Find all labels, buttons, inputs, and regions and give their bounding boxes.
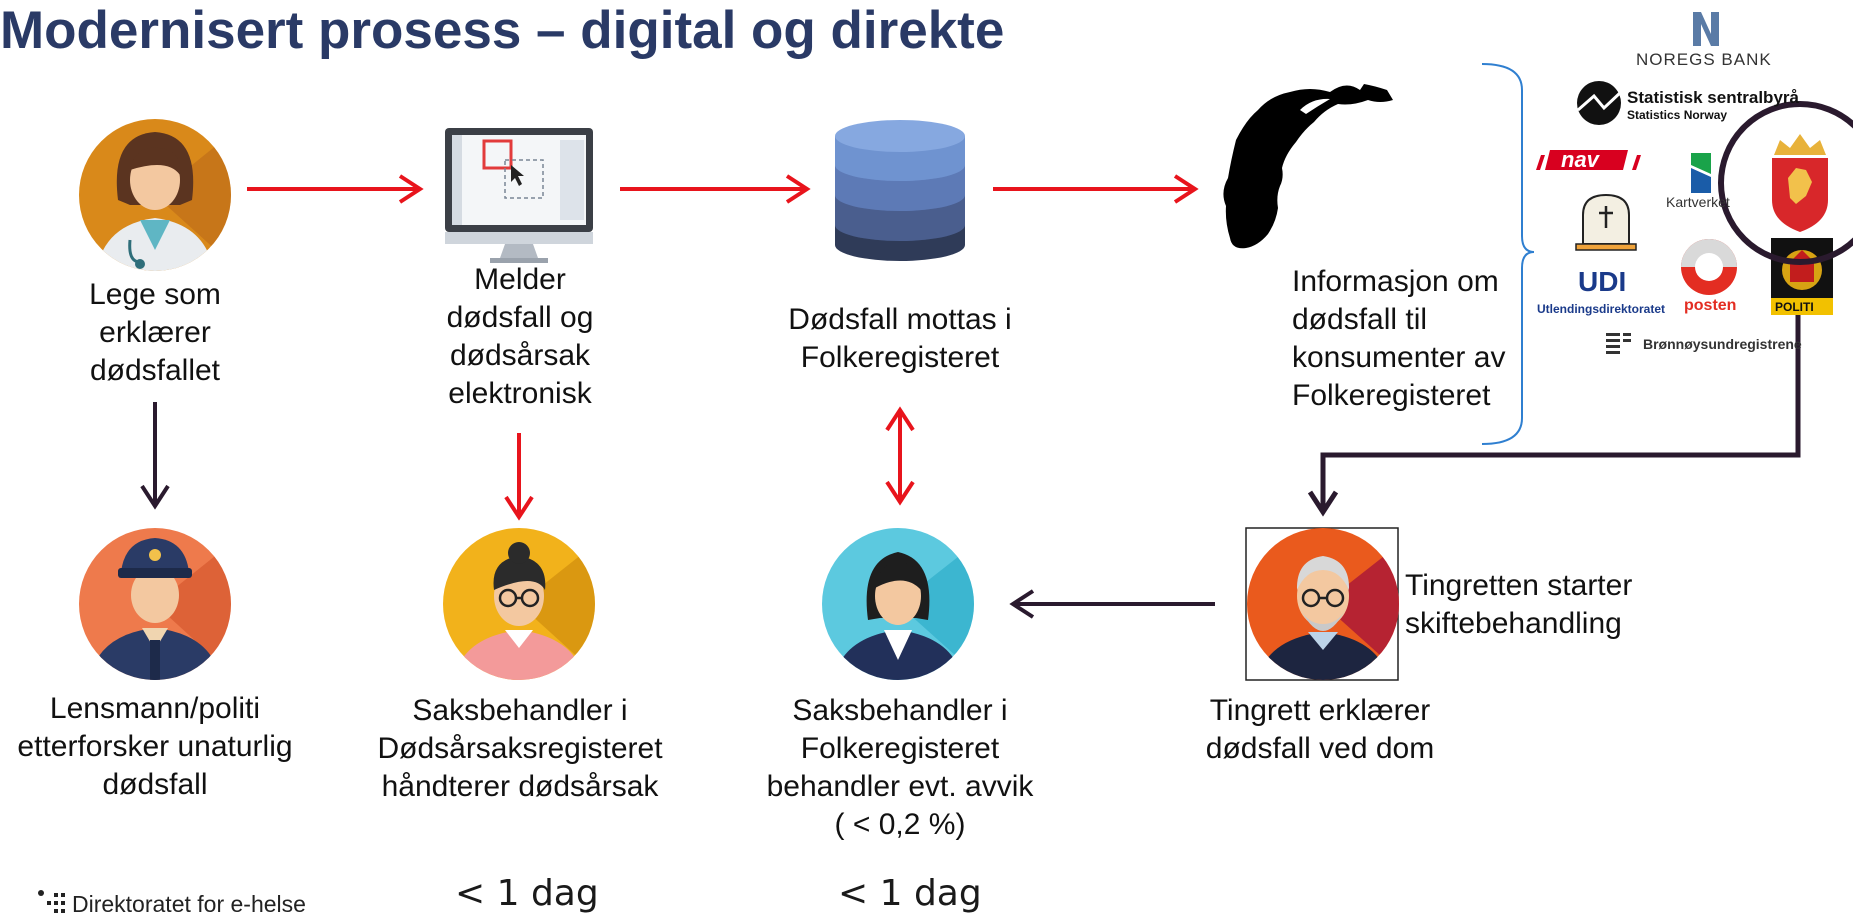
ssb-logo (1577, 81, 1623, 125)
duration-second: < 1 dag (838, 873, 982, 914)
footer-logo-text: Direktoratet for e-helse (72, 891, 306, 917)
step-saks-dods-line: Dødsårsaksregisteret (377, 732, 663, 765)
step-tingrett-caption: Tingrett erklærer dødsfall ved dom (1175, 692, 1465, 768)
e-helse-logo-mark (38, 890, 65, 913)
step-saks-folk-line: Folkeregisteret (800, 732, 1000, 765)
step-lensmann-line: dødsfall (102, 768, 208, 801)
step-informasjon-line: dødsfall til (1292, 303, 1428, 336)
step-mottas-line: Dødsfall mottas i (788, 303, 1012, 336)
step-lege-line: Lege som (89, 278, 221, 311)
step-tingretten-starter-caption: Tingretten starter skiftebehandling (1405, 567, 1705, 643)
nav-logo (1536, 150, 1641, 170)
red-arrow-2 (620, 174, 811, 204)
case-worker-avatar-1 (443, 528, 595, 680)
step-melder-line: dødsfall og (446, 301, 594, 334)
nav-label: nav (1561, 147, 1599, 172)
dark-arrow-left (1009, 589, 1215, 619)
highlight-circle (1718, 101, 1853, 265)
dark-connector-arrow (1307, 245, 1801, 517)
database-icon (835, 120, 965, 261)
kartverket-label: Kartverket (1666, 194, 1730, 210)
posten-logo (1681, 239, 1737, 295)
ssb-sublabel: Statistics Norway (1627, 108, 1728, 122)
udi-mark: UDI (1578, 266, 1627, 297)
judge-avatar (1245, 527, 1399, 681)
step-lensmann-line: etterforsker unaturlig (17, 730, 293, 763)
step-saks-folk-line: ( < 0,2 %) (834, 808, 966, 841)
step-mottas-caption: Dødsfall mottas i Folkeregisteret (750, 301, 1050, 377)
red-arrow-down (504, 433, 534, 521)
step-tingretten-starter-line: skiftebehandling (1405, 607, 1622, 640)
page-title: Modernisert prosess – digital og direkte (0, 1, 1005, 60)
noregs-bank-logo (1693, 12, 1719, 46)
step-saks-folk-line: Saksbehandler i (792, 694, 1008, 727)
step-mottas-line: Folkeregisteret (800, 341, 1000, 374)
bronnoysund-logo (1606, 333, 1631, 354)
step-melder-caption: Melder dødsfall og dødsårsak elektronisk (410, 261, 630, 413)
step-saks-dods-caption: Saksbehandler i Dødsårsaksregisteret hån… (360, 692, 680, 806)
police-avatar (79, 528, 231, 680)
politi-label: POLITI (1775, 300, 1814, 314)
coat-of-arms-icon (1772, 134, 1828, 232)
bronnoysund-label: Brønnøysundregistrene (1643, 336, 1802, 352)
duration-first: < 1 dag (455, 873, 599, 914)
step-lege-line: dødsfallet (89, 354, 221, 387)
consumer-brace (1481, 63, 1535, 445)
step-melder-line: Melder (474, 263, 566, 296)
step-saks-dods-line: håndterer dødsårsak (381, 770, 659, 803)
step-saks-folk-line: behandler evt. avvik (766, 770, 1034, 803)
step-melder-line: elektronisk (448, 377, 592, 410)
step-lege-line: erklærer (99, 316, 211, 349)
step-saks-dods-line: Saksbehandler i (412, 694, 628, 727)
step-tingrett-line: Tingrett erklærer (1209, 694, 1431, 727)
case-worker-avatar-2 (822, 528, 974, 680)
step-melder-line: dødsårsak (449, 339, 591, 372)
doctor-avatar (79, 119, 231, 271)
step-informasjon-line: Folkeregisteret (1292, 379, 1491, 412)
step-saks-folk-caption: Saksbehandler i Folkeregisteret behandle… (740, 692, 1060, 844)
step-lensmann-line: Lensmann/politi (49, 692, 261, 725)
ssb-label: Statistisk sentralbyrå (1627, 88, 1799, 107)
step-informasjon-caption: Informasjon om dødsfall til konsumenter … (1292, 263, 1522, 415)
step-informasjon-line: konsumenter av (1292, 341, 1506, 374)
posten-label: posten (1684, 297, 1737, 314)
kartverket-logo (1691, 153, 1711, 193)
norway-map-icon (1223, 84, 1393, 249)
step-lege-caption: Lege som erklærer dødsfallet (55, 276, 255, 390)
step-tingretten-starter-line: Tingretten starter (1405, 569, 1633, 602)
noregs-bank-label: NOREGS BANK (1636, 50, 1772, 69)
gravestone-icon (1575, 193, 1637, 251)
red-arrow-1 (247, 174, 424, 204)
step-lensmann-caption: Lensmann/politi etterforsker unaturlig d… (0, 690, 310, 804)
step-informasjon-line: Informasjon om (1292, 265, 1499, 298)
step-tingrett-line: dødsfall ved dom (1205, 732, 1435, 765)
computer-monitor-icon (445, 128, 593, 263)
red-arrow-3 (993, 174, 1199, 204)
udi-label: Utlendingsdirektoratet (1537, 302, 1666, 316)
dark-arrow-down (140, 402, 170, 510)
red-double-arrow (885, 406, 915, 506)
